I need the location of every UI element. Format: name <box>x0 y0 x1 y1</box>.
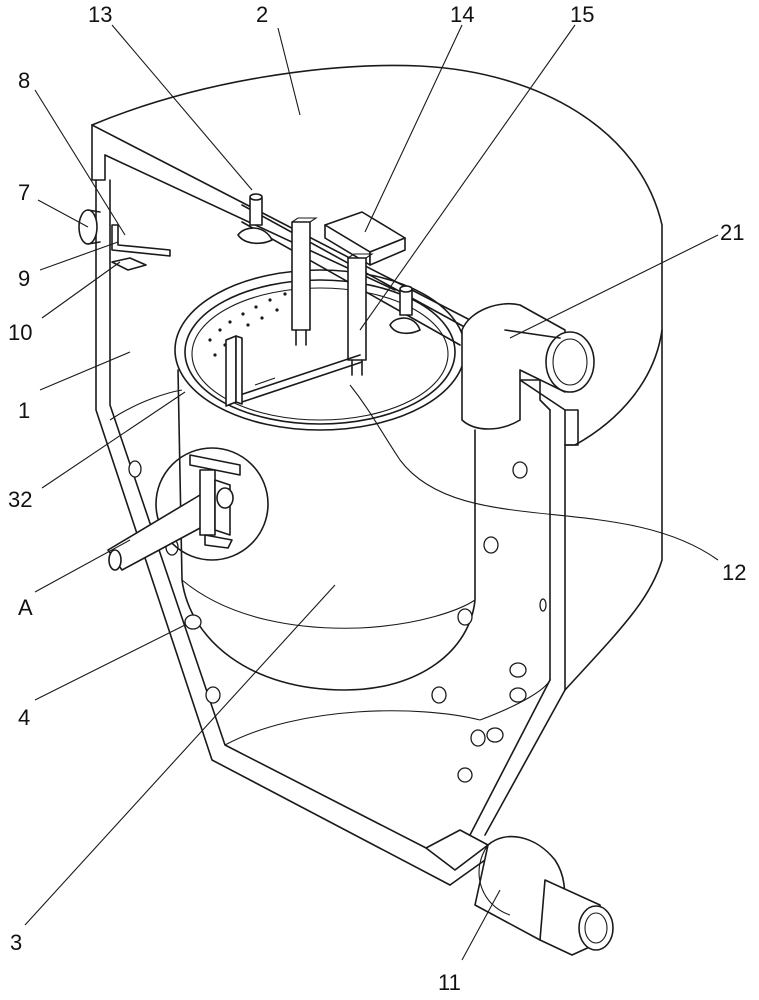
label-3: 3 <box>10 930 22 955</box>
label-10: 10 <box>8 320 32 345</box>
detail-circle <box>155 447 269 561</box>
arm-right <box>347 257 367 361</box>
left-wall <box>95 179 451 886</box>
label-32: 32 <box>8 487 32 512</box>
leader-lines <box>24 24 719 961</box>
label-7: 7 <box>18 180 30 205</box>
part-labels: 13 2 14 15 8 7 21 9 10 1 32 12 A 4 3 11 <box>8 2 746 995</box>
label-11: 11 <box>438 970 461 995</box>
perforation-dots <box>208 288 302 357</box>
label-21: 21 <box>720 220 744 245</box>
cross-bar <box>225 193 471 407</box>
outlet-pipe <box>425 829 614 956</box>
bracket <box>111 224 171 257</box>
label-13: 13 <box>88 2 112 27</box>
label-14: 14 <box>450 2 474 27</box>
tab <box>111 257 147 271</box>
label-1: 1 <box>18 398 30 423</box>
label-15: 15 <box>570 2 594 27</box>
label-8: 8 <box>18 68 30 93</box>
nozzle-right <box>399 289 413 316</box>
drum-rim-inner <box>184 279 456 425</box>
inner-drum <box>174 269 476 691</box>
label-A: A <box>18 595 33 620</box>
nozzle-left <box>249 197 263 226</box>
label-9: 9 <box>18 266 30 291</box>
outer-casing <box>91 64 663 886</box>
detail-a <box>107 447 269 571</box>
label-2: 2 <box>256 2 268 27</box>
right-wall <box>564 329 663 691</box>
arm-left <box>291 221 311 331</box>
label-4: 4 <box>18 705 30 730</box>
top-cover <box>91 64 663 446</box>
side-fittings <box>78 209 171 271</box>
label-12: 12 <box>722 560 746 585</box>
drum-rim-outer <box>174 269 466 431</box>
inlet-elbow <box>461 303 595 430</box>
